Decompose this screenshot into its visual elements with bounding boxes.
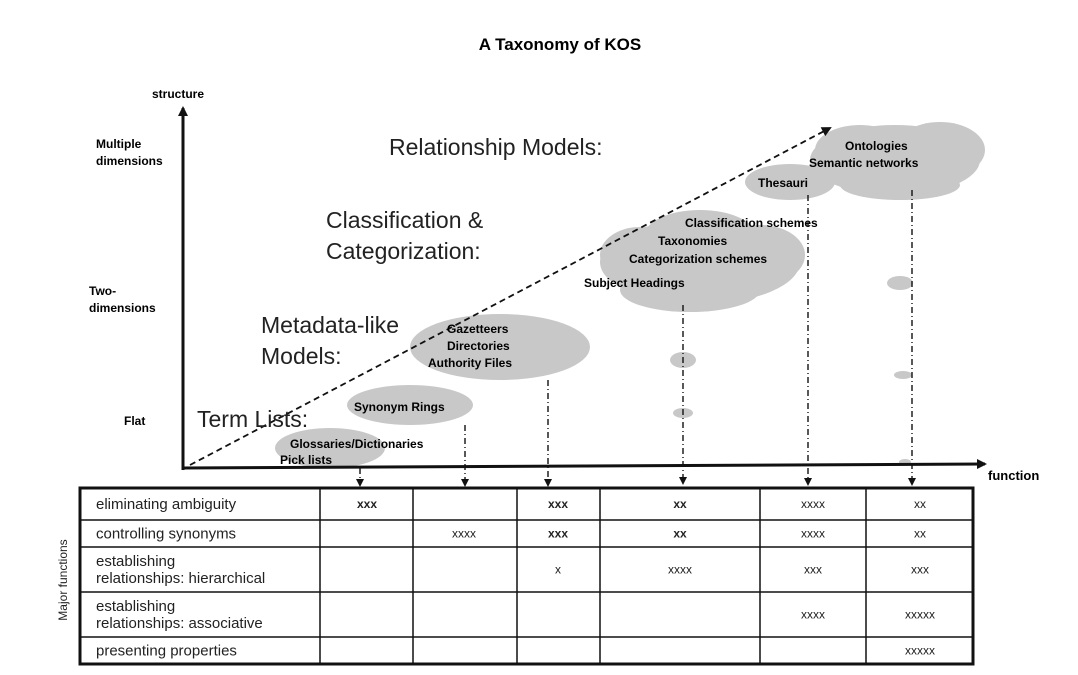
table-row-label: eliminating ambiguity [96, 496, 237, 513]
small-cloud [887, 276, 913, 290]
cloud-label: Subject Headings [584, 276, 685, 290]
connectors [356, 190, 916, 487]
cloud-label: Categorization schemes [629, 252, 767, 266]
category-metadata-2: Models: [261, 343, 342, 369]
y-level-multiple-2: dimensions [96, 154, 163, 168]
x-axis-label: function [988, 468, 1039, 483]
table-cell: xxx [357, 497, 377, 511]
y-level-flat: Flat [124, 414, 145, 428]
y-level-two-2: dimensions [89, 301, 156, 315]
y-axis-label: structure [152, 87, 204, 101]
x-axis [182, 459, 987, 470]
cloud-label: Semantic networks [809, 156, 919, 170]
functions-table [78, 486, 975, 666]
cloud-label: Taxonomies [658, 234, 727, 248]
progression-arrow [189, 127, 832, 466]
table-cell: xxx [548, 497, 568, 511]
table-cell: xxx [911, 563, 929, 577]
table-cell: x [555, 563, 561, 577]
cloud-classification [600, 210, 805, 312]
cloud-synonym-rings [347, 385, 473, 425]
cloud-label: Pick lists [280, 453, 332, 467]
table-cell: xxxxx [905, 608, 935, 622]
category-relationship-models: Relationship Models: [389, 134, 603, 160]
cloud-label: Gazetteers [447, 322, 509, 336]
cloud-label: Thesauri [758, 176, 808, 190]
cloud-thesauri-ontologies [745, 122, 985, 200]
table-row-label: controlling synonyms [96, 526, 236, 543]
table-side-label: Major functions [56, 539, 70, 620]
cloud-label: Directories [447, 339, 510, 353]
cloud-shapes [275, 122, 985, 468]
table-row-label: establishing [96, 598, 175, 615]
category-metadata-1: Metadata-like [261, 312, 399, 338]
table-cell: xx [673, 527, 687, 541]
table-cell: xxxx [801, 608, 825, 622]
y-level-two-1: Two- [89, 284, 116, 298]
table-row-label: relationships: associative [96, 615, 263, 632]
table-cell: xxxx [801, 497, 825, 511]
cloud-label: Ontologies [845, 139, 908, 153]
category-classification-2: Categorization: [326, 238, 481, 264]
small-cloud [894, 371, 912, 379]
diagram-title: A Taxonomy of KOS [479, 35, 641, 54]
table-cell: xxx [548, 527, 568, 541]
cloud-term-lists [275, 428, 385, 468]
table-cell: xxxx [801, 527, 825, 541]
cloud-label: Glossaries/Dictionaries [290, 437, 424, 451]
cloud-label: Classification schemes [685, 216, 818, 230]
table-cell: xx [914, 497, 926, 511]
cloud-metadata [410, 314, 590, 380]
table-cell: xx [673, 497, 687, 511]
table-cell: xx [914, 527, 926, 541]
category-classification-1: Classification & [326, 207, 483, 233]
y-level-multiple-1: Multiple [96, 137, 142, 151]
table-cell: xxxx [452, 527, 476, 541]
table-row-label: establishing [96, 553, 175, 570]
cloud-label: Synonym Rings [354, 400, 445, 414]
cloud-label: Authority Files [428, 356, 512, 370]
category-term-lists: Term Lists: [197, 406, 308, 432]
table-row-label: relationships: hierarchical [96, 570, 265, 587]
table-row-label: presenting properties [96, 643, 237, 660]
table-cell: xxxxx [905, 644, 935, 658]
table-cell: xxx [804, 563, 822, 577]
table-cell: xxxx [668, 563, 692, 577]
